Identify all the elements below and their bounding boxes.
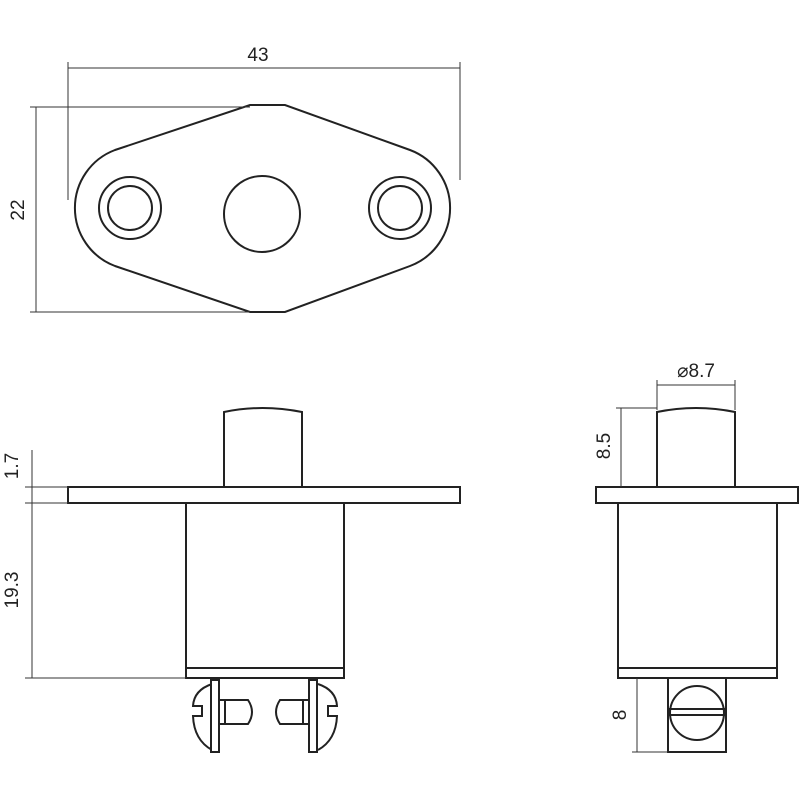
right-washer [302, 699, 310, 725]
switch-body [617, 502, 778, 669]
right-mounting-hole-outer [368, 176, 432, 240]
left-mounting-hole-outer [98, 176, 162, 240]
front-view: 1.7 19.3 [2, 407, 461, 753]
push-button [656, 407, 736, 487]
left-terminal-post [210, 679, 220, 753]
switch-body [185, 502, 345, 669]
right-mounting-hole-inner [377, 185, 423, 231]
terminal-block [667, 677, 727, 753]
push-button [223, 407, 303, 487]
left-screw-head [191, 683, 213, 751]
left-washer [218, 699, 226, 725]
right-screw-head [317, 683, 339, 751]
dimension-label-19-3: 19.3 [2, 572, 23, 609]
terminal-screw-head [669, 685, 725, 741]
body-base-band [617, 667, 778, 679]
side-view: ⌀8.7 8.5 8 [594, 361, 799, 753]
dimension-label-8-5: 8.5 [594, 433, 615, 459]
dimension-label-43: 43 [247, 45, 268, 66]
body-base-band [185, 667, 345, 679]
screw-slot [669, 708, 725, 716]
dimension-label-1-7: 1.7 [2, 453, 23, 479]
right-terminal-post [308, 679, 318, 753]
flange-outline [73, 104, 452, 313]
center-button-hole [223, 175, 301, 253]
dimension-label-22: 22 [8, 199, 29, 220]
dimension-label-diameter-8-7: ⌀8.7 [677, 361, 715, 382]
right-screw-shaft [275, 699, 310, 725]
left-mounting-hole-inner [107, 185, 153, 231]
flange [67, 486, 461, 504]
flange [595, 486, 799, 504]
top-view: 43 22 [8, 45, 461, 313]
left-screw-shaft [218, 699, 253, 725]
dimension-label-8: 8 [610, 710, 631, 721]
